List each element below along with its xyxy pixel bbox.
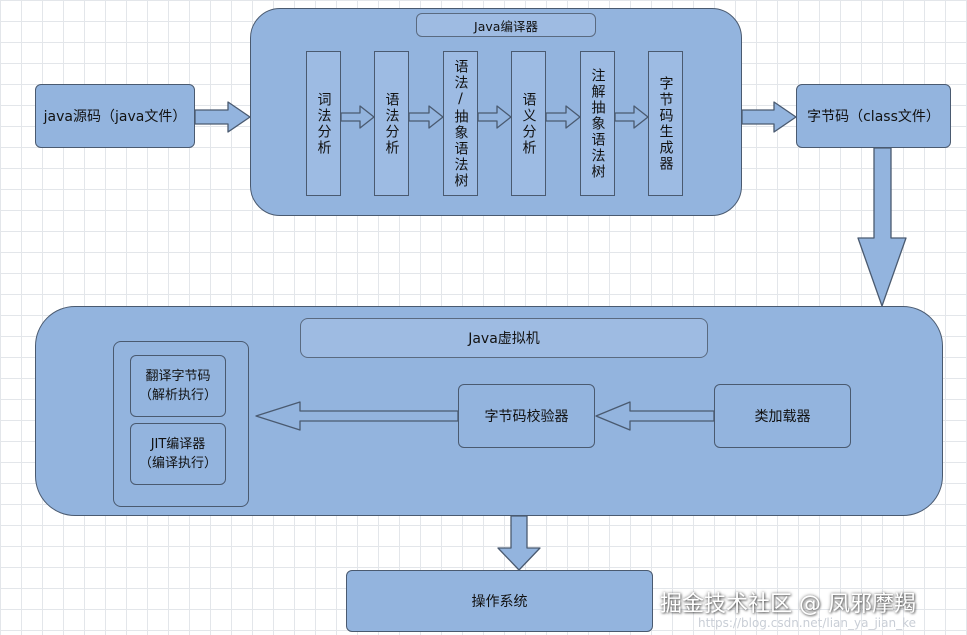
stage-syntax-abstract-tree: 语法/抽象语法树	[443, 51, 478, 196]
arrow-stage-4-5	[545, 105, 581, 129]
operating-system-box: 操作系统	[346, 570, 653, 632]
java-source-box: java源码（java文件）	[35, 84, 195, 148]
stage-lexical-analysis: 词法分析	[306, 51, 341, 196]
java-compiler-title: Java编译器	[416, 13, 596, 37]
arrow-verifier-to-execution	[255, 401, 459, 431]
translate-bytecode-box: 翻译字节码 （解析执行）	[130, 355, 226, 417]
arrow-compiler-to-bytecode	[741, 101, 797, 133]
arrow-bytecode-to-jvm	[857, 147, 907, 307]
arrow-loader-to-verifier	[595, 401, 715, 431]
bytecode-box: 字节码（class文件）	[796, 84, 951, 148]
bytecode-verifier-box: 字节码校验器	[458, 384, 595, 448]
arrow-stage-1-2	[340, 105, 375, 129]
class-loader-box: 类加载器	[714, 384, 851, 448]
stage-annotated-syntax-tree: 注解抽象语法树	[580, 51, 615, 196]
stage-semantic-analysis: 语义分析	[511, 51, 546, 196]
stage-syntax-analysis: 语法分析	[374, 51, 409, 196]
arrow-stage-3-4	[477, 105, 512, 129]
jit-compiler-box: JIT编译器 （编译执行）	[130, 423, 226, 485]
jvm-title: Java虚拟机	[300, 318, 708, 358]
arrow-source-to-compiler	[194, 101, 251, 133]
arrow-stage-2-3	[408, 105, 444, 129]
arrow-stage-5-6	[614, 105, 649, 129]
watermark-url: https://blog.csdn.net/lian_ya_jian_ke	[698, 616, 916, 630]
stage-bytecode-generator: 字节码生成器	[648, 51, 683, 196]
arrow-jvm-to-os	[497, 515, 541, 571]
watermark-text: 掘金技术社区 @ 凤邪摩羯	[660, 592, 916, 617]
